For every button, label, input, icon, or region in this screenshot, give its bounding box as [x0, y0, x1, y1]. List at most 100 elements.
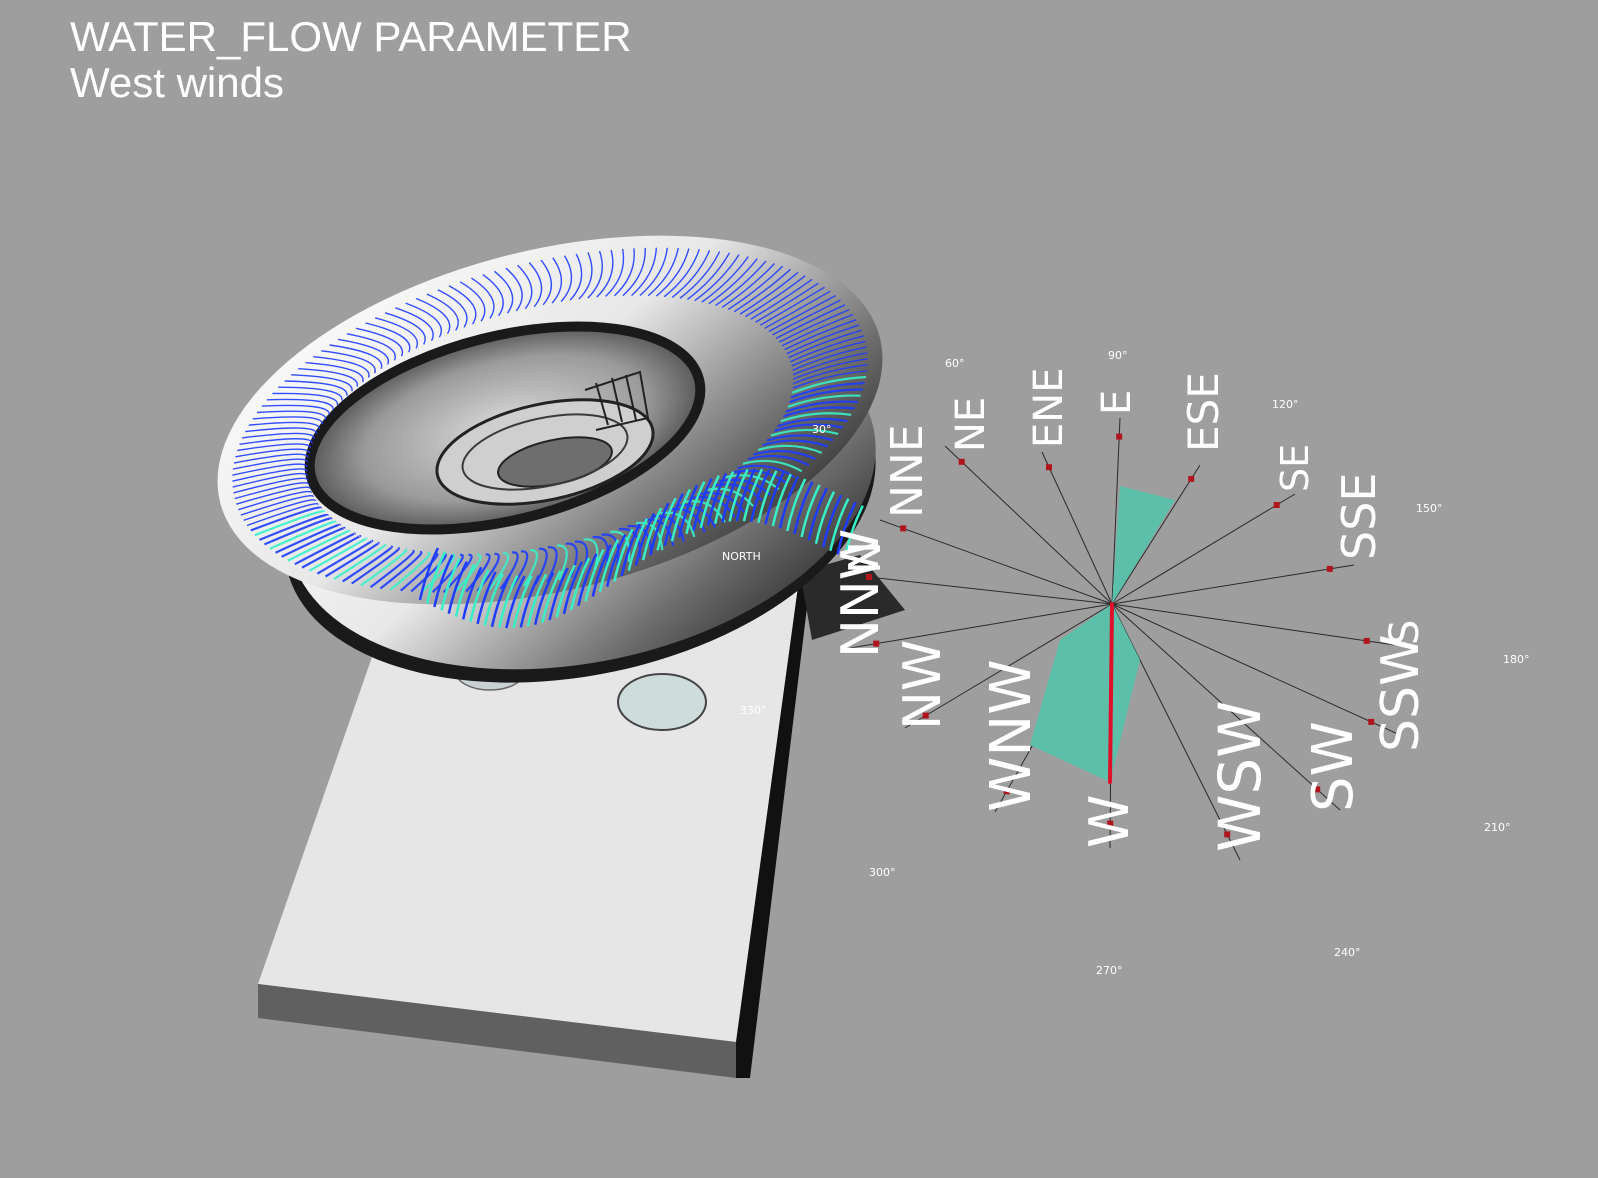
- streamline: [259, 513, 329, 541]
- wind-vector: [1108, 602, 1114, 784]
- page-title: WATER_FLOW PARAMETER: [70, 13, 632, 60]
- streamline: [814, 491, 836, 544]
- streamline: [490, 574, 512, 628]
- streamline: [775, 304, 846, 340]
- streamline: [639, 247, 668, 297]
- direction-label-wsw: WSW: [1206, 700, 1274, 852]
- streamline: [469, 569, 490, 623]
- streamline: [785, 478, 807, 532]
- streamline: [499, 551, 519, 590]
- spoke-marker: [1046, 464, 1052, 471]
- streamline: [250, 506, 322, 532]
- streamline: [764, 471, 785, 525]
- streamline: [792, 364, 868, 385]
- direction-label-ssw: SSW: [1371, 635, 1431, 752]
- direction-label-ene: ENE: [1026, 368, 1072, 448]
- streamline: [670, 488, 692, 542]
- spoke-markers: [866, 433, 1375, 838]
- direction-label-wnw: WNW: [979, 659, 1044, 812]
- streamline: [762, 439, 828, 448]
- streamline: [232, 472, 308, 488]
- streamline: [596, 249, 614, 298]
- streamline: [701, 256, 749, 303]
- streamline: [342, 545, 394, 583]
- spoke-marker: [1314, 786, 1321, 793]
- streamline: [346, 333, 396, 361]
- streamline: [232, 458, 308, 470]
- streamline: [783, 406, 855, 418]
- compass-spoke: [1111, 464, 1201, 605]
- streamline: [421, 553, 456, 593]
- spoke-marker: [1107, 820, 1114, 827]
- streamline: [656, 497, 677, 551]
- streamline: [641, 507, 663, 561]
- streamline: [425, 550, 447, 604]
- streamline: [329, 344, 383, 370]
- streamline: [766, 434, 834, 442]
- streamline: [284, 380, 348, 396]
- spoke-marker: [873, 640, 880, 647]
- compass-spoke: [849, 603, 1113, 649]
- degree-label: 270°: [1096, 964, 1123, 977]
- streamline: [685, 481, 706, 534]
- base-front-face: [258, 984, 736, 1078]
- base-block-shadow: [800, 555, 905, 640]
- streamline: [505, 267, 523, 312]
- degree-label: 30°: [812, 423, 832, 436]
- streamline: [655, 248, 690, 297]
- streamline: [369, 549, 415, 588]
- degree-labels: 90°120°150°180°210°240°270°300°330°30°60…: [740, 349, 1530, 977]
- inner-stand-tier: [461, 413, 629, 491]
- streamline: [592, 536, 609, 569]
- streamline: [613, 248, 635, 297]
- streamline: [790, 335, 864, 363]
- streamline: [528, 262, 543, 308]
- streamline: [569, 253, 583, 301]
- streamline: [233, 477, 309, 494]
- streamline: [437, 289, 468, 328]
- spoke-marker: [958, 458, 965, 465]
- streamline: [807, 487, 828, 541]
- streamline: [395, 307, 434, 342]
- streamline: [577, 553, 598, 607]
- base-hole: [617, 673, 707, 731]
- streamline: [505, 575, 526, 629]
- streamline: [324, 541, 380, 578]
- streamline: [788, 329, 862, 359]
- streamline: [774, 423, 844, 432]
- streamline: [453, 553, 482, 593]
- streamline: [620, 523, 641, 577]
- streamline: [493, 270, 514, 314]
- streamline: [578, 252, 593, 300]
- streamline: [415, 297, 451, 335]
- streamline: [663, 249, 700, 298]
- streamline: [365, 322, 411, 353]
- streamline: [517, 264, 533, 310]
- streamline: [237, 443, 312, 452]
- base-side-face: [736, 566, 812, 1078]
- compass-spoke: [1111, 603, 1341, 811]
- streamline: [418, 547, 440, 601]
- streamline: [243, 499, 317, 521]
- direction-label-nnw: NNW: [831, 529, 891, 658]
- streamline: [686, 252, 731, 300]
- streamline: [721, 263, 776, 308]
- streamline: [735, 468, 756, 522]
- streamline: [447, 561, 468, 614]
- spoke-marker: [866, 574, 872, 580]
- spoke-marker: [1273, 502, 1280, 508]
- streamline: [757, 470, 778, 524]
- streamline: [663, 493, 684, 546]
- streamline: [461, 566, 483, 620]
- streamline: [551, 257, 563, 304]
- streamline: [605, 534, 627, 587]
- direction-label-sw: SW: [1301, 721, 1366, 812]
- streamline: [313, 356, 370, 378]
- streamline: [708, 258, 758, 305]
- compass-spokes: [841, 417, 1401, 861]
- direction-label-n: N: [840, 541, 891, 574]
- direction-label-ne: NE: [948, 397, 994, 452]
- streamline: [635, 521, 664, 551]
- roof-truss: [584, 370, 650, 431]
